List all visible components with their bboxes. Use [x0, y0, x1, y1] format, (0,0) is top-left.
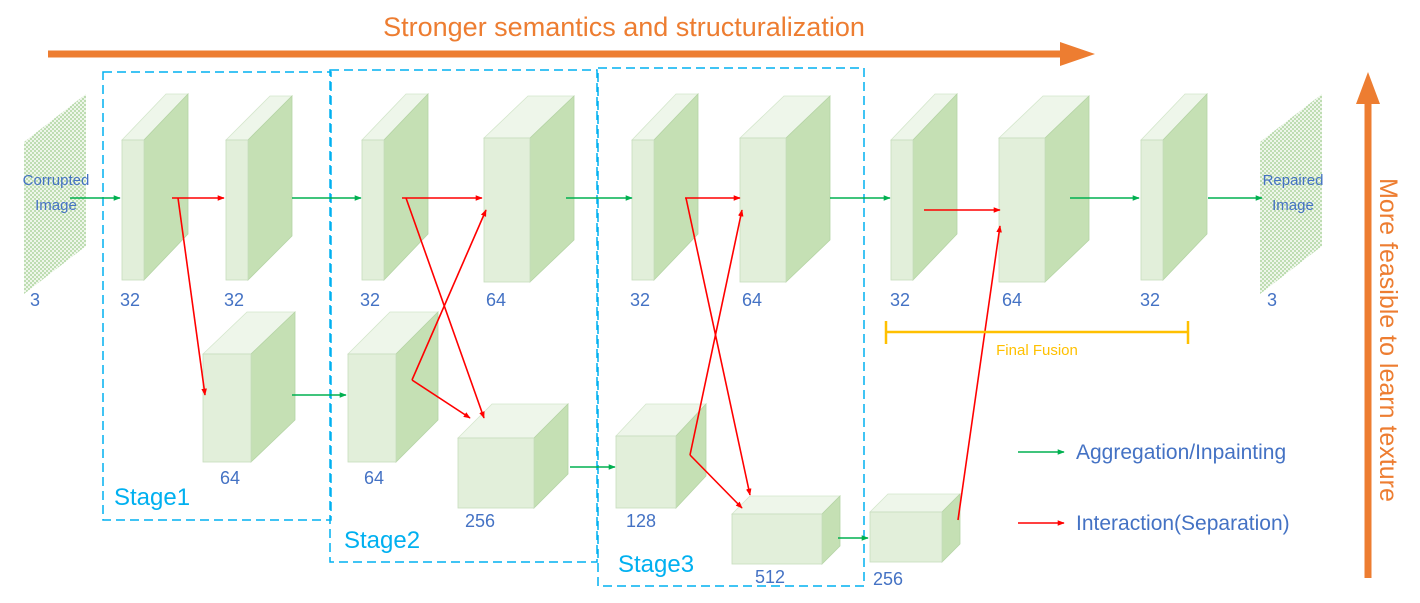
texture-arrow: [1356, 72, 1380, 578]
repaired-image-label-line1: Repaired: [1263, 172, 1324, 189]
channel-label: 32: [120, 290, 140, 310]
final-fusion-label: Final Fusion: [996, 342, 1078, 359]
stage3-box: [597, 67, 865, 587]
feature-block-s3-top-b: 64: [739, 95, 831, 310]
feature-block-s2-bottom-b: 256: [457, 403, 569, 531]
stage1-box: [102, 71, 332, 521]
stage3-label: Stage3: [618, 551, 694, 578]
block-front-face: [869, 511, 943, 563]
corrupted-image-label-line1: Corrupted: [23, 172, 90, 189]
feature-block-s2-top-b: 64: [483, 95, 575, 310]
block-front-face: [483, 137, 531, 283]
corrupted-image-label-line2: Image: [35, 197, 77, 214]
repaired-image-plane: [1260, 94, 1322, 294]
block-front-face: [121, 139, 145, 281]
block-front-face: [361, 139, 385, 281]
feature-block-s1-bottom: 64: [202, 311, 296, 488]
feature-block-fusion-top-a: 32: [890, 93, 958, 310]
block-top-face: [731, 495, 841, 515]
stage2-label: Stage2: [344, 527, 420, 554]
channel-label: 64: [220, 468, 240, 488]
feature-block-s3-top-a: 32: [630, 93, 699, 310]
feature-block-s3-bottom-a: 128: [615, 402, 707, 531]
semantics-title: Stronger semantics and structuralization: [383, 12, 865, 42]
repaired-image-label-line2: Image: [1272, 197, 1314, 214]
channel-label: 32: [1140, 290, 1160, 310]
semantics-arrow: [48, 42, 1095, 66]
channel-label: 64: [1002, 290, 1022, 310]
block-front-face: [631, 139, 655, 281]
input-channels-label: 3: [30, 290, 40, 310]
final-fusion-bracket: [884, 321, 1190, 344]
block-front-face: [1140, 139, 1164, 281]
channel-label: 512: [755, 567, 785, 587]
block-front-face: [739, 137, 787, 283]
feature-block-s2-top-a: 32: [360, 93, 429, 310]
block-front-face: [202, 353, 252, 463]
feature-block-fusion-top-b: 64: [998, 95, 1090, 310]
output-channels-label: 3: [1267, 290, 1277, 310]
channel-label: 64: [486, 290, 506, 310]
interaction-arrows: [172, 195, 1002, 521]
feature-block-s2-bottom-a: 64: [347, 311, 439, 488]
legend-aggregation-label: Aggregation/Inpainting: [1076, 441, 1286, 464]
channel-label: 32: [890, 290, 910, 310]
feature-block-s1-top-a: 32: [120, 93, 189, 310]
channel-label: 128: [626, 511, 656, 531]
channel-label: 32: [224, 290, 244, 310]
feature-block-fusion-bottom: 256: [869, 493, 961, 589]
block-front-face: [998, 137, 1046, 283]
feature-blocks: 32 32 64 32 64 64 256 32 64 128 512 32 64 32 256: [120, 93, 1208, 589]
legend: Aggregation/Inpainting Interaction(Separ…: [1018, 441, 1290, 535]
channel-label: 32: [360, 290, 380, 310]
feature-block-s1-top-b: 32: [224, 95, 293, 310]
feature-block-fusion-top-c: 32: [1140, 93, 1208, 310]
corrupted-image-plane: [24, 94, 86, 294]
channel-label: 64: [364, 468, 384, 488]
texture-title: More feasible to learn texture: [1374, 178, 1402, 502]
stage2-box: [329, 69, 598, 563]
block-front-face: [890, 139, 914, 281]
channel-label: 256: [873, 569, 903, 589]
legend-interaction-label: Interaction(Separation): [1076, 512, 1290, 535]
aggregation-arrows: [70, 195, 1263, 541]
channel-label: 256: [465, 511, 495, 531]
block-front-face: [347, 353, 397, 463]
block-front-face: [615, 435, 677, 509]
block-front-face: [731, 513, 823, 565]
channel-label: 32: [630, 290, 650, 310]
channel-label: 64: [742, 290, 762, 310]
block-front-face: [457, 437, 535, 509]
feature-block-s3-bottom-b: 512: [731, 495, 841, 587]
stage1-label: Stage1: [114, 484, 190, 511]
block-front-face: [225, 139, 249, 281]
